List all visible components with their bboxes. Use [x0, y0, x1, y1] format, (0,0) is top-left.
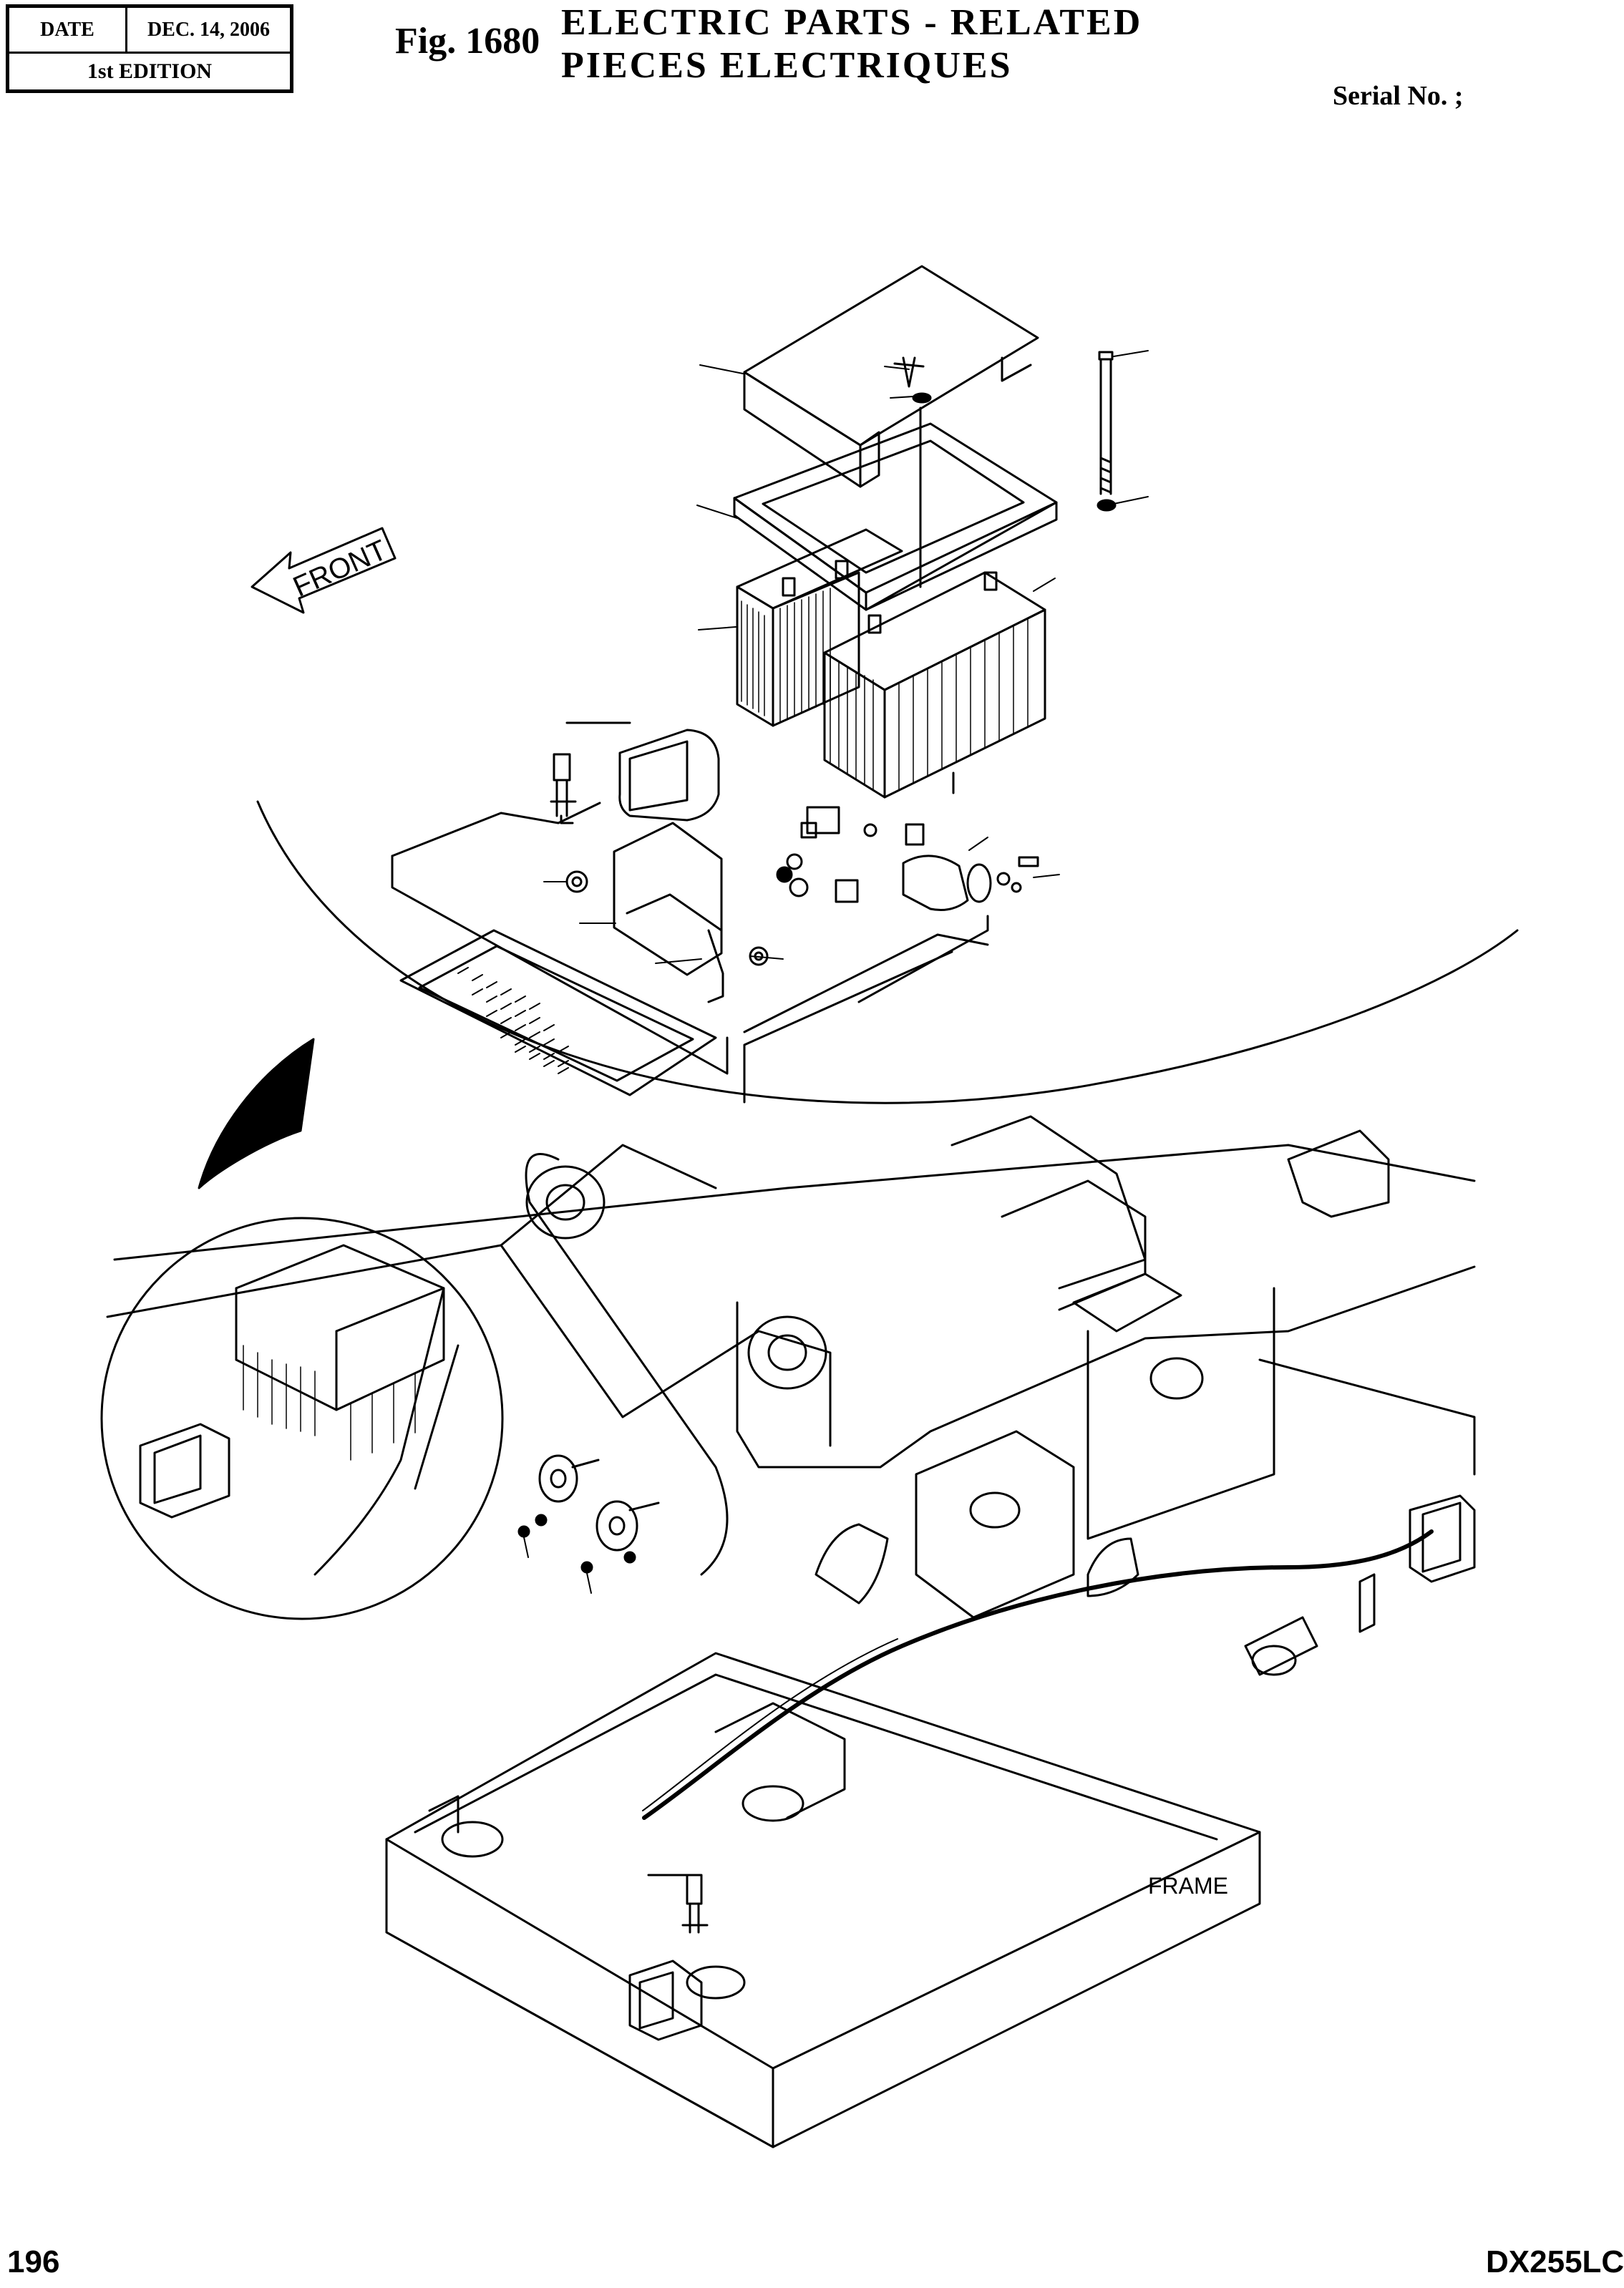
page-number: 196 [7, 2244, 60, 2279]
wiring-harness [642, 1529, 1434, 1820]
wing-bolt [893, 356, 932, 588]
machine-frame [106, 1115, 1476, 1576]
rear-frame [385, 1652, 1261, 2148]
rear-work-lamp [628, 1874, 709, 2041]
horn-bolts [517, 1514, 636, 1594]
work-lamp-upper [550, 721, 720, 824]
battery-left [736, 528, 903, 727]
frame-label: FRAME [1148, 1873, 1228, 1899]
hold-down-rod [1097, 351, 1117, 512]
horn-right [595, 1500, 660, 1552]
relay-assembly [776, 806, 1039, 911]
front-label: FRONT [288, 534, 392, 603]
model-number: DX255LC [1486, 2244, 1624, 2279]
callout-lines [543, 350, 1149, 964]
date-value: DEC. 14, 2006 [127, 8, 290, 54]
date-label: DATE [9, 8, 127, 54]
edition-label: 1st EDITION [87, 59, 213, 83]
front-arrow: FRONT [251, 527, 397, 614]
work-lamp-right [1358, 1494, 1476, 1633]
serial-number: Serial No. ; [1333, 81, 1464, 111]
title-french: PIECES ELECTRIQUES [561, 45, 1013, 86]
detail-circle [100, 1038, 504, 1620]
upper-structure [256, 800, 1519, 1104]
figure-number: Fig. 1680 [395, 21, 540, 62]
battery-frame [733, 422, 1058, 611]
info-box: DATE DEC. 14, 2006 1st EDITION [6, 4, 293, 93]
frame-details [815, 1430, 1318, 1676]
step-grating [399, 929, 717, 1096]
battery-cover [743, 265, 1039, 488]
horn-left [538, 1454, 600, 1503]
battery-bracket [613, 822, 724, 1003]
title-english: ELECTRIC PARTS - RELATED [561, 2, 1143, 43]
battery-right [823, 571, 1046, 799]
flange-nut [565, 870, 769, 966]
